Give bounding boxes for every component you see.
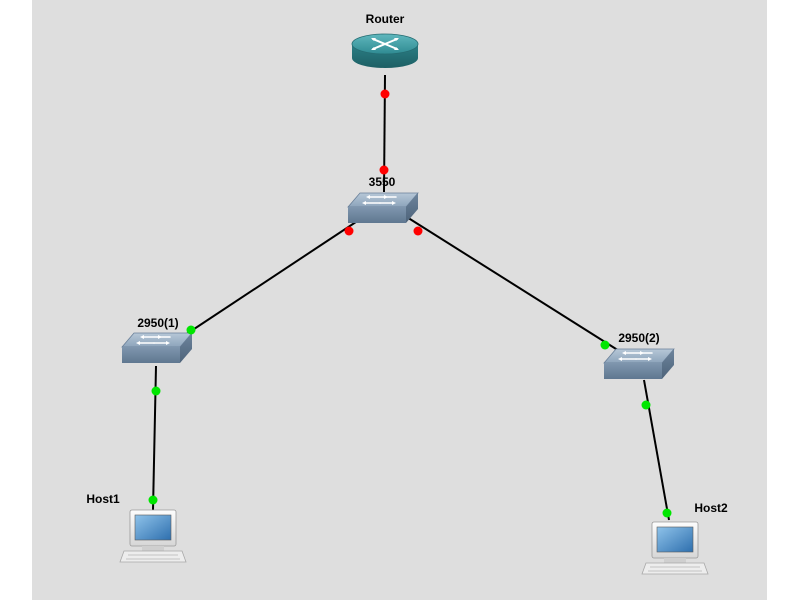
switch-3550-label: 3550 bbox=[369, 175, 396, 189]
link-3550-2950-1[interactable] bbox=[181, 213, 369, 338]
host2-label: Host2 bbox=[694, 501, 728, 515]
port-indicators bbox=[148, 89, 672, 518]
port-status-dot bbox=[641, 400, 651, 410]
link-3550-2950-2[interactable] bbox=[401, 213, 625, 355]
port-status-dot bbox=[600, 340, 610, 350]
switch-icon bbox=[603, 348, 675, 380]
port-status-dot bbox=[413, 226, 423, 236]
host1-node[interactable] bbox=[119, 509, 187, 563]
port-status-dot bbox=[151, 386, 161, 396]
switch-3550-node[interactable] bbox=[347, 192, 419, 224]
topology-canvas[interactable]: Router 3550 2950(1) 2950(2) Host1 Host2 bbox=[32, 0, 767, 600]
switch-2950-2-label: 2950(2) bbox=[618, 331, 659, 345]
port-status-dot bbox=[148, 495, 158, 505]
port-status-dot bbox=[380, 89, 390, 99]
switch-2950-1-node[interactable] bbox=[121, 332, 193, 364]
computer-icon bbox=[641, 521, 709, 575]
port-status-dot bbox=[344, 226, 354, 236]
computer-icon bbox=[119, 509, 187, 563]
switch-2950-2-node[interactable] bbox=[603, 348, 675, 380]
switch-2950-1-label: 2950(1) bbox=[137, 316, 178, 330]
links bbox=[152, 74, 670, 521]
host2-node[interactable] bbox=[641, 521, 709, 575]
router-label: Router bbox=[366, 12, 405, 26]
switch-icon bbox=[121, 332, 193, 364]
host1-label: Host1 bbox=[86, 492, 120, 506]
port-status-dot bbox=[379, 165, 389, 175]
switch-icon bbox=[347, 192, 419, 224]
port-status-dot bbox=[662, 508, 672, 518]
topology-diagram: Router 3550 2950(1) 2950(2) Host1 Host2 bbox=[86, 12, 728, 575]
port-status-dot bbox=[186, 325, 196, 335]
router-icon bbox=[351, 33, 419, 69]
router-node[interactable] bbox=[351, 33, 419, 69]
